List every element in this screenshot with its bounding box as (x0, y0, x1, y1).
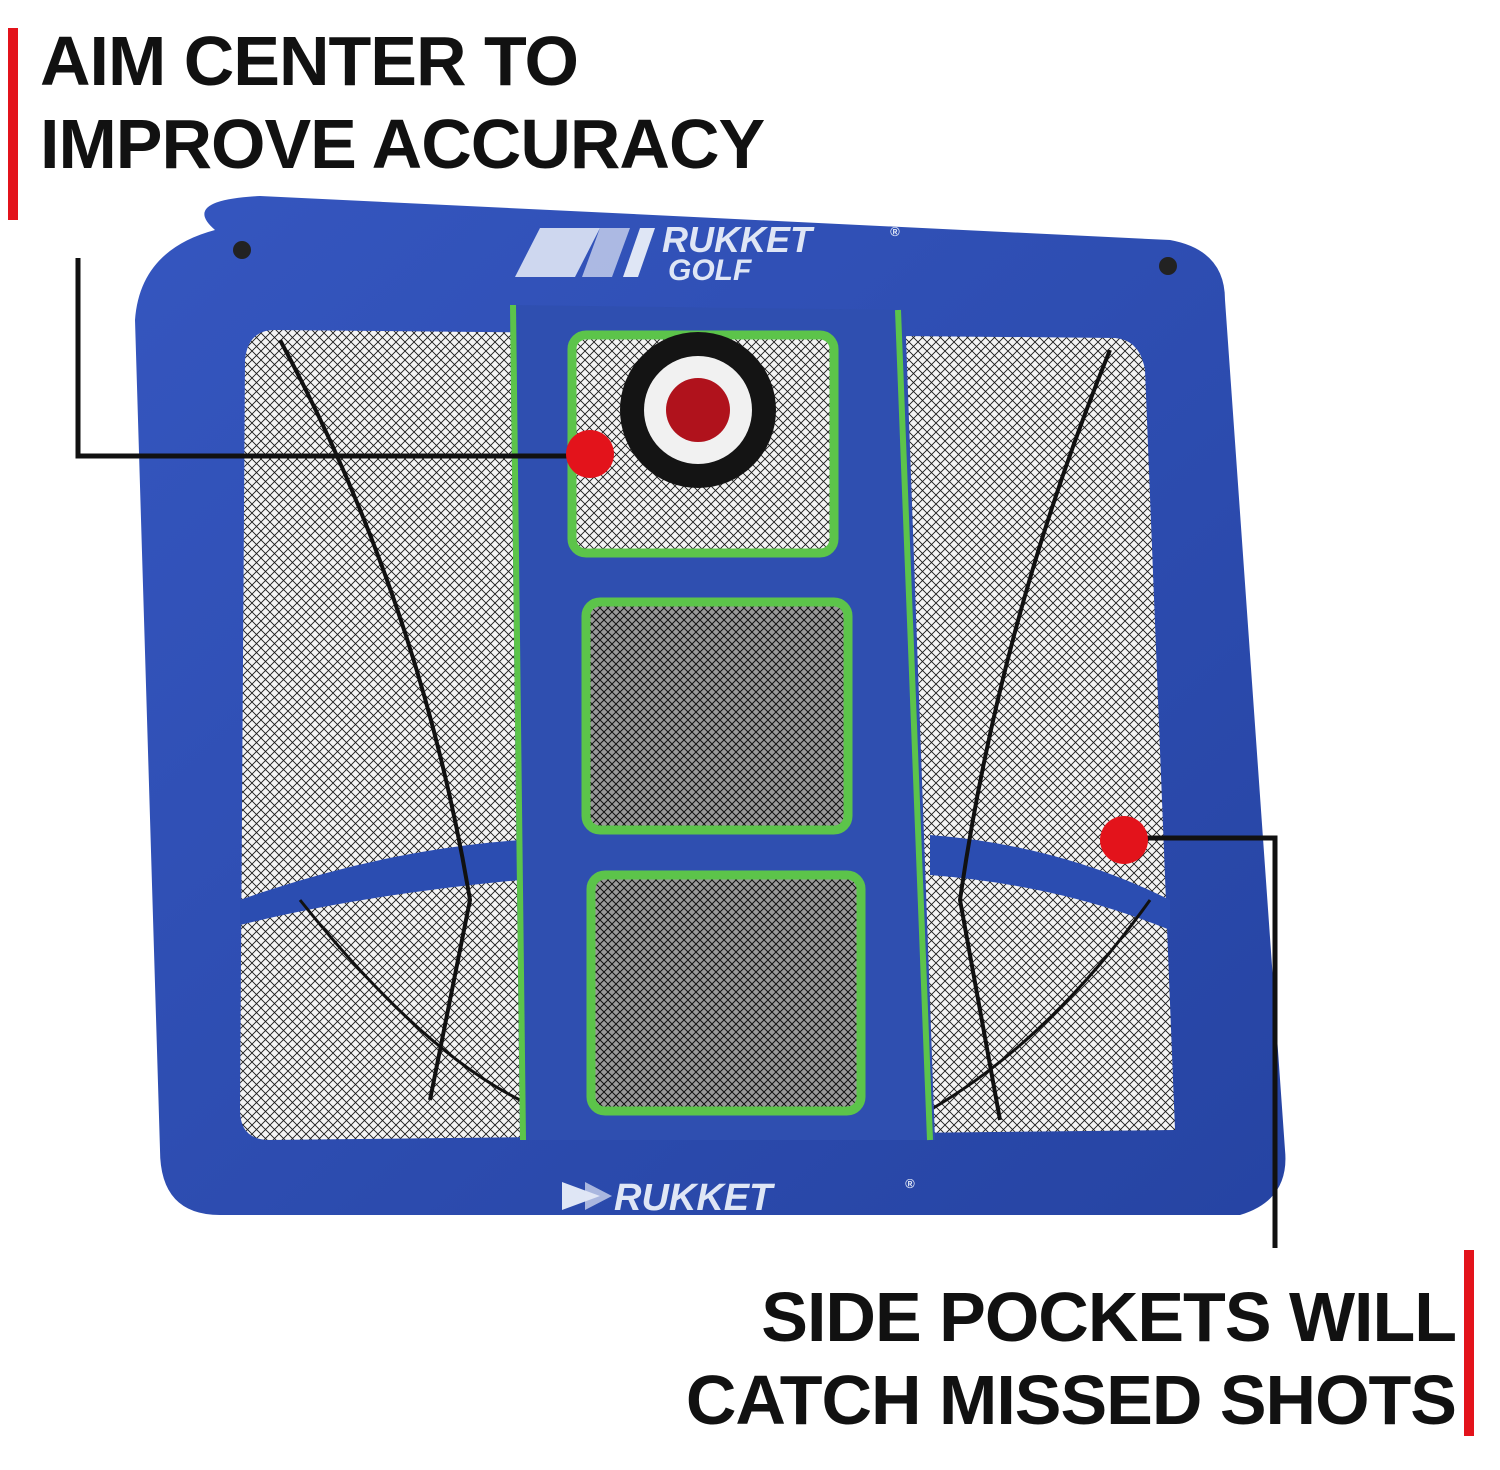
target-bullseye-icon (620, 332, 776, 488)
middle-pocket (581, 597, 853, 835)
side-pocket-floor-left (240, 840, 520, 925)
bottom-pocket (586, 870, 866, 1116)
logo-top-line2: GOLF (668, 254, 752, 287)
rukket-logo-icon (515, 228, 655, 277)
callout-dot-icon (1100, 816, 1148, 864)
grommet-right (1159, 257, 1177, 275)
accent-bar-top (8, 28, 18, 220)
leader-line-bottom (1125, 835, 1278, 1248)
callout-aim-center: AIM CENTER TO IMPROVE ACCURACY (40, 20, 765, 185)
callout-pockets-line1: SIDE POCKETS WILL (761, 1278, 1457, 1356)
callout-dot-icon (566, 430, 614, 478)
leader-line-top (75, 258, 590, 459)
accent-bar-bottom (1464, 1250, 1474, 1436)
side-pocket-floor-right (930, 835, 1170, 930)
logo-bottom: RUKKET (614, 1177, 775, 1219)
logo-top-line1: RUKKET (662, 219, 815, 260)
callout-aim-line1: AIM CENTER TO (40, 22, 579, 100)
grommet-left (233, 241, 251, 259)
callout-aim-line2: IMPROVE ACCURACY (40, 104, 765, 183)
logo-top-registered: ® (890, 224, 900, 239)
logo-bottom-registered: ® (905, 1176, 915, 1191)
callout-pockets-line2: CATCH MISSED SHOTS (685, 1360, 1457, 1439)
callout-side-pockets: SIDE POCKETS WILL CATCH MISSED SHOTS (685, 1276, 1457, 1441)
